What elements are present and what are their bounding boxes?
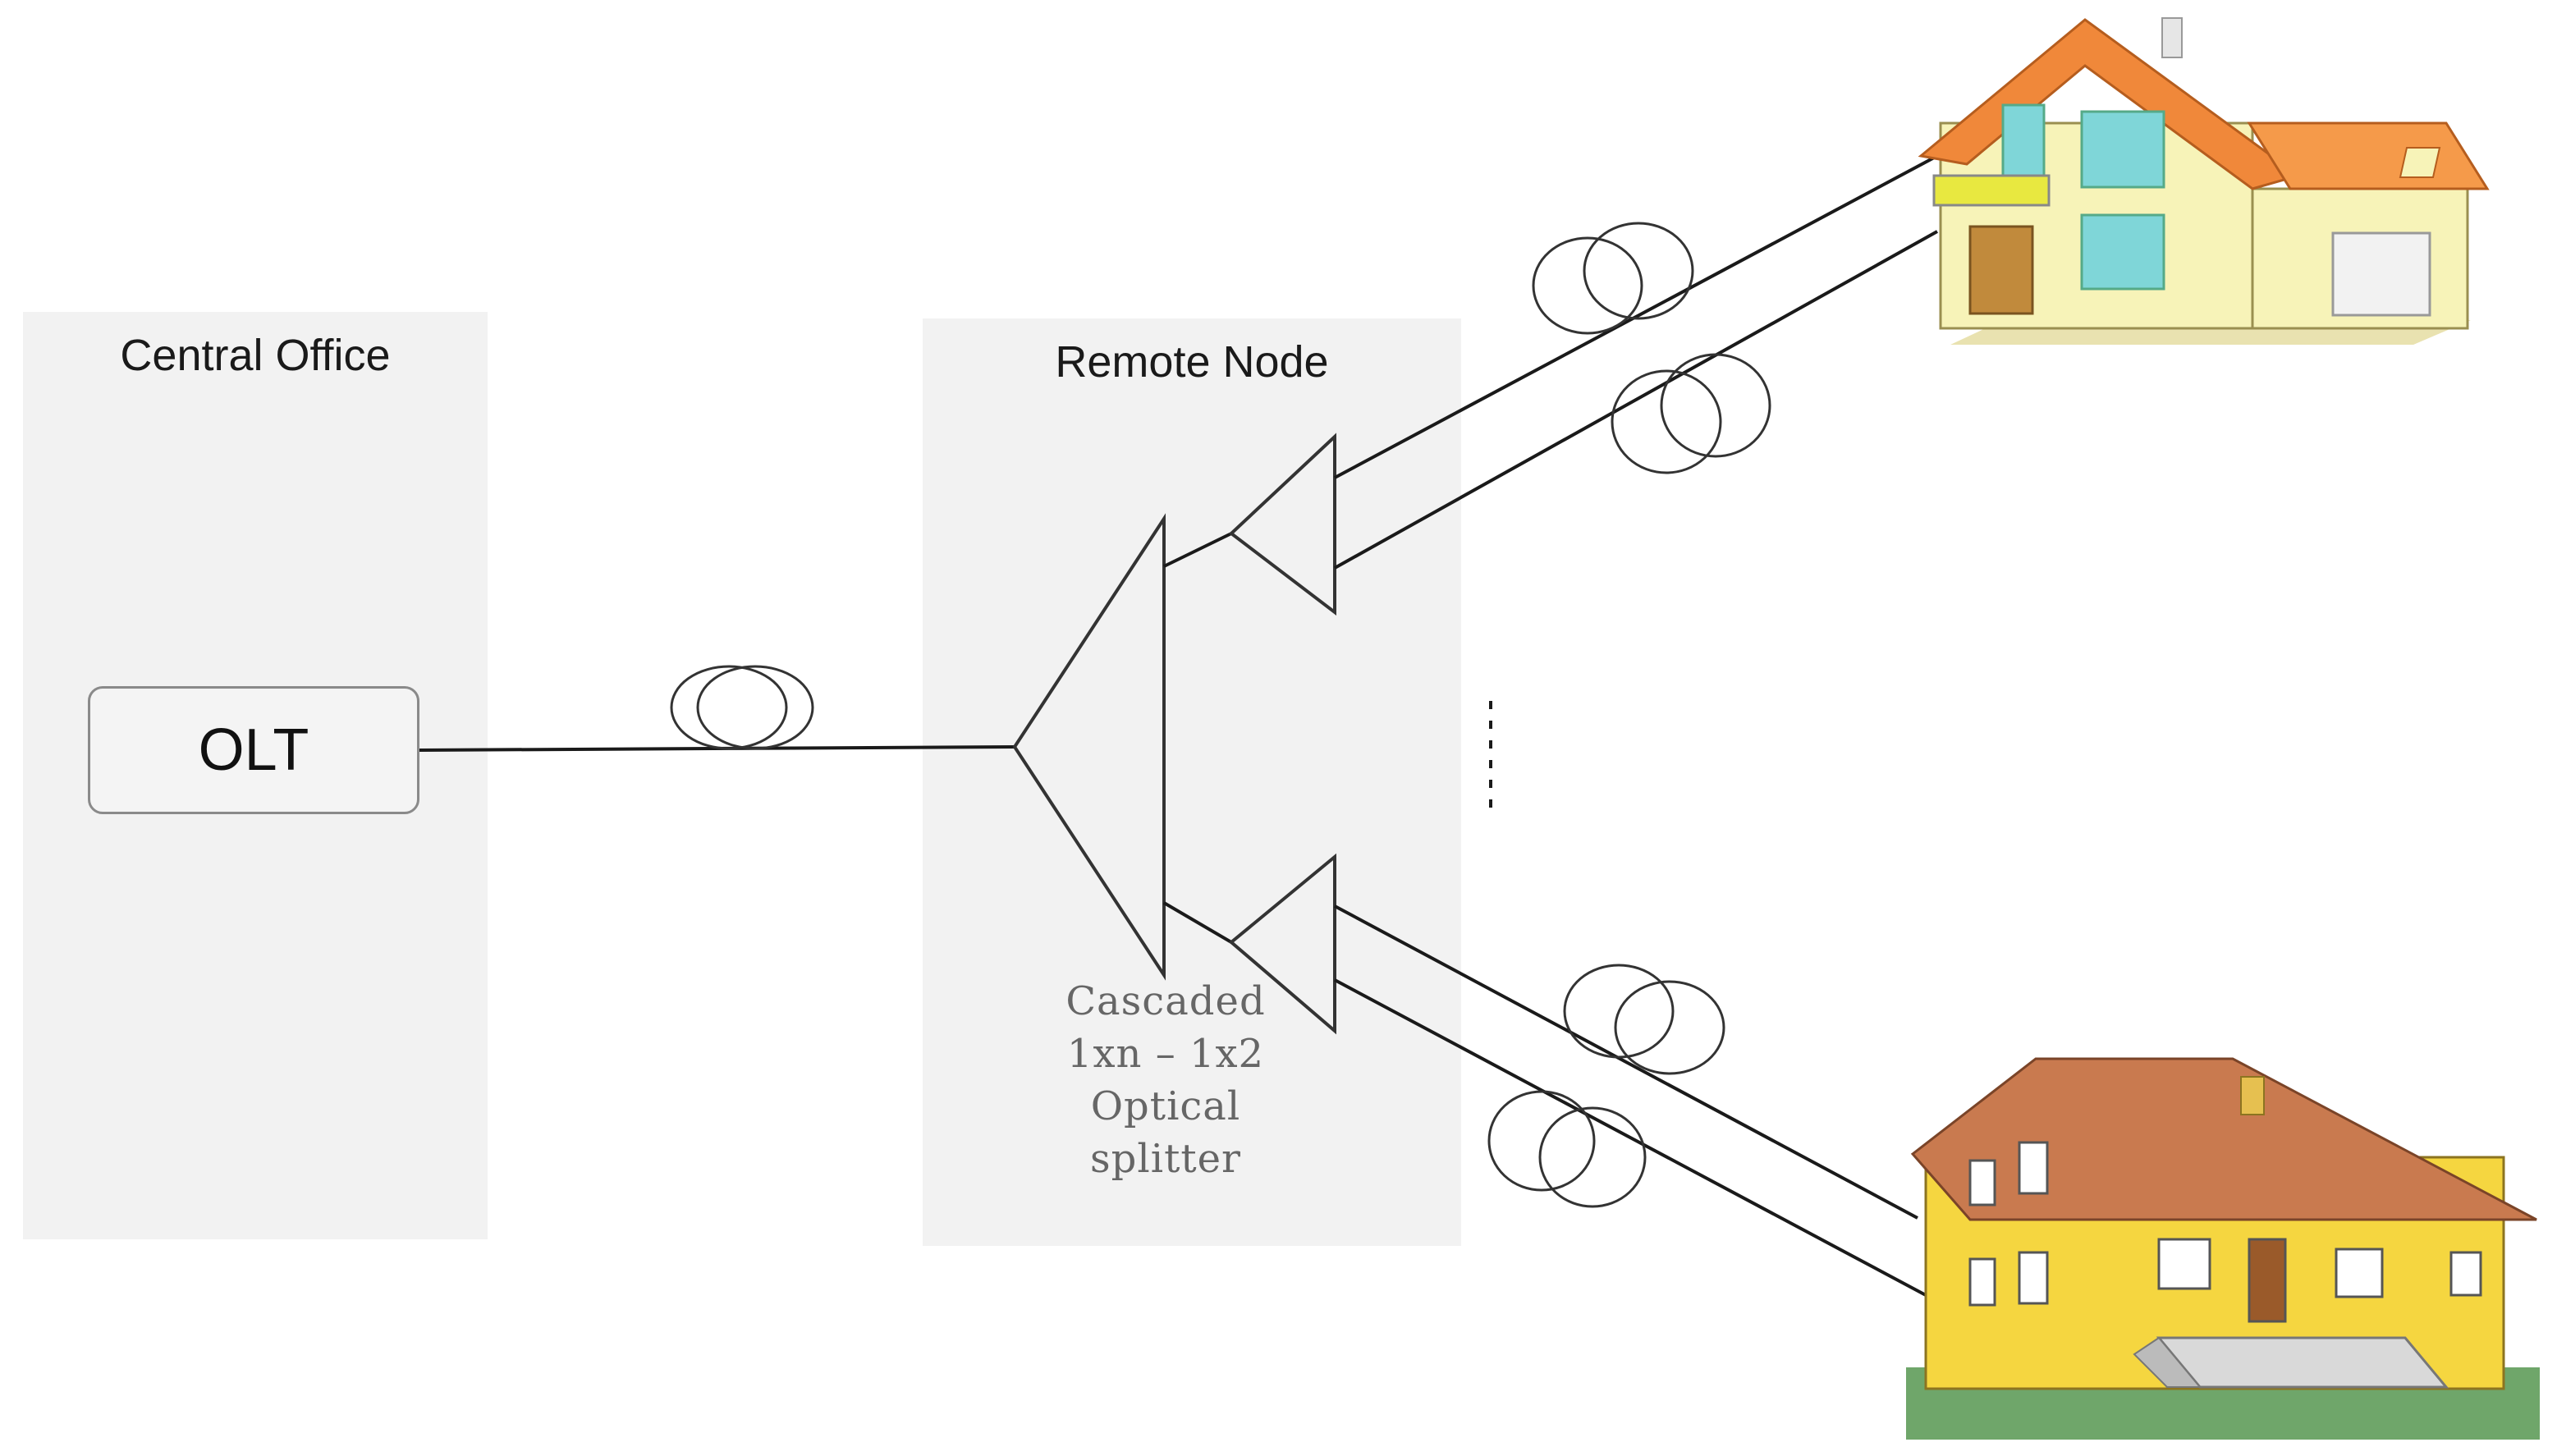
remote-node-box: Remote Node — [923, 318, 1461, 1246]
splitter-link-top — [1163, 532, 1232, 568]
feeder-fiber-coil-icon — [670, 665, 814, 750]
lower-house-icon — [1906, 1057, 2540, 1440]
remote-node-title: Remote Node — [1055, 337, 1329, 387]
lower-splitter-icon — [1228, 853, 1336, 1035]
splitter-link-bottom — [1162, 901, 1233, 944]
drop-coil-upper-2-icon — [1611, 353, 1771, 474]
main-splitter-icon — [1012, 513, 1166, 981]
upper-splitter-icon — [1228, 433, 1336, 616]
drop-coil-lower-1-icon — [1563, 964, 1725, 1075]
upper-house-icon — [1918, 17, 2490, 345]
caption-line: splitter — [1090, 1136, 1241, 1182]
drop-coil-lower-2-icon — [1487, 1090, 1647, 1208]
olt-block: OLT — [88, 686, 419, 814]
drop-fiber-upper-2 — [1334, 230, 1938, 570]
central-office-title: Central Office — [120, 331, 391, 380]
caption-line: Cascaded — [1065, 978, 1266, 1024]
drop-fiber-lower-1 — [1334, 904, 1918, 1220]
drop-coil-upper-1-icon — [1532, 222, 1694, 335]
drop-fiber-lower-2 — [1334, 978, 1927, 1297]
drop-fiber-upper-1 — [1334, 154, 1938, 479]
splitter-caption: Cascaded 1xn – 1x2 Optical splitter — [985, 975, 1346, 1185]
caption-line: Optical — [1090, 1083, 1241, 1129]
caption-line: 1xn – 1x2 — [1066, 1031, 1265, 1077]
